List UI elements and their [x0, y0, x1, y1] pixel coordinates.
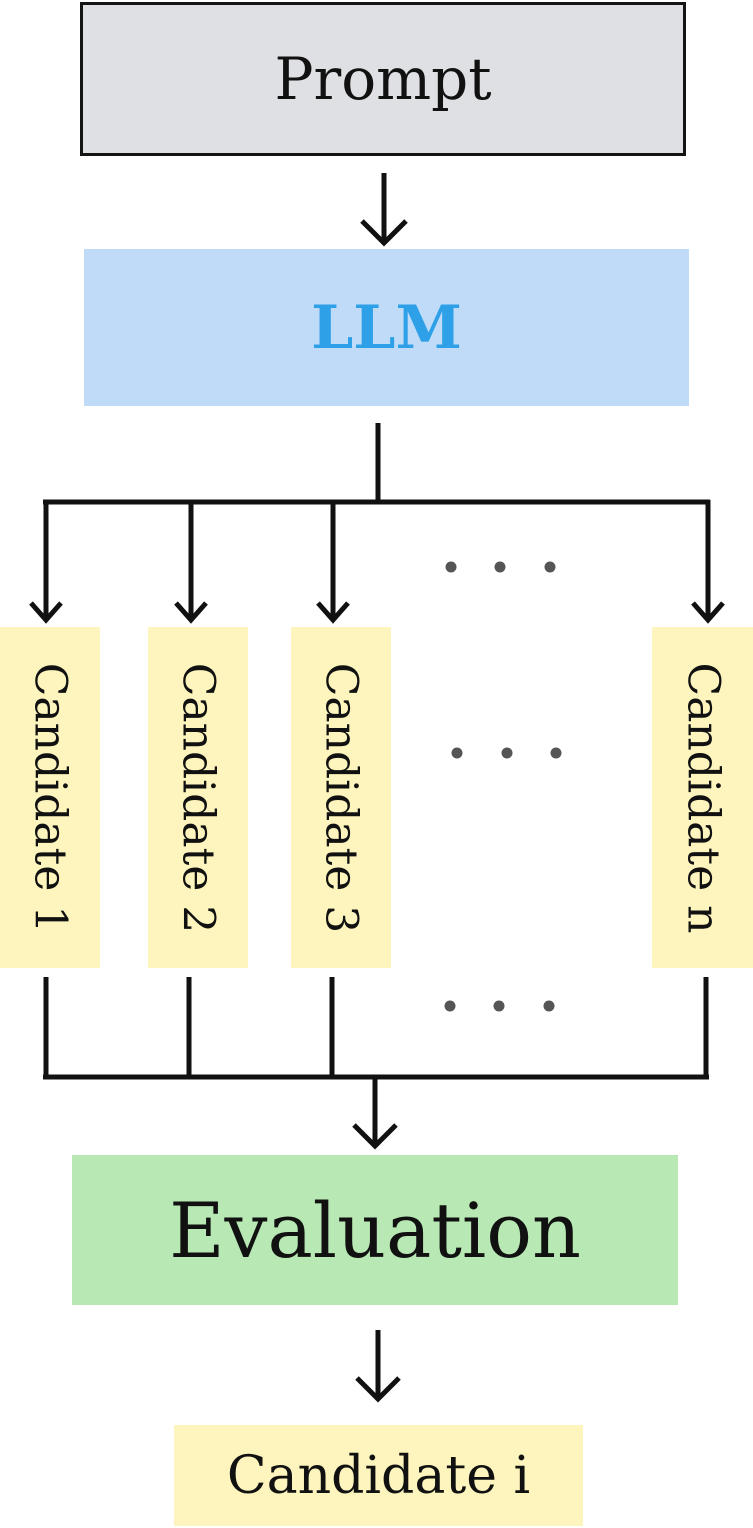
arrow-prompt-to-llm-head — [360, 219, 408, 247]
candidate-box-3: Candidate 3 — [291, 627, 391, 968]
evaluation-label: Evaluation — [169, 1185, 581, 1275]
ellipsis-middle — [451, 747, 562, 759]
candidate-label-3: Candidate 3 — [315, 662, 367, 933]
candidate-box-n: Candidate n — [652, 627, 753, 968]
arrow-to-candidate-3-head — [316, 601, 350, 624]
candidate-label-2: Candidate 2 — [172, 662, 224, 933]
candidate-box-2: Candidate 2 — [148, 627, 248, 968]
evaluation-box: Evaluation — [72, 1155, 678, 1305]
ellipsis-bottom — [444, 1000, 555, 1012]
candidate-box-1: Candidate 1 — [0, 627, 100, 968]
arrow-to-evaluation-head — [352, 1123, 398, 1150]
arrow-to-candidate-1-head — [29, 601, 63, 624]
selected-candidate-label: Candidate i — [226, 1445, 531, 1506]
arrow-to-candidate-2-head — [174, 601, 208, 624]
selected-candidate-box: Candidate i — [174, 1425, 583, 1526]
arrow-eval-to-result-head — [355, 1376, 401, 1403]
arrow-to-candidate-n-head — [691, 601, 725, 624]
prompt-box: Prompt — [80, 2, 686, 156]
prompt-label: Prompt — [274, 45, 492, 113]
ellipsis-top — [445, 561, 556, 573]
candidate-label-n: Candidate n — [677, 662, 728, 933]
candidate-label-1: Candidate 1 — [24, 662, 76, 933]
llm-box: LLM — [84, 249, 689, 406]
llm-label: LLM — [311, 292, 462, 363]
